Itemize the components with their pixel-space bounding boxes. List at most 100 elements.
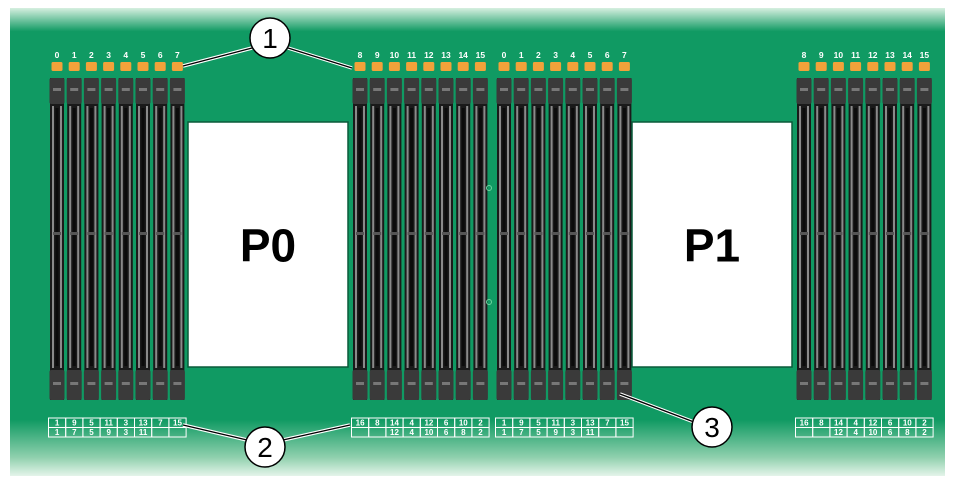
population-order-row1: 7 — [158, 419, 163, 428]
population-order-row2: 9 — [553, 428, 558, 437]
slot-number-label: 5 — [141, 50, 146, 60]
dimm-latch-grip — [139, 382, 147, 385]
dimm-latch-grip — [173, 88, 182, 91]
dimm-slot-rail — [850, 106, 853, 368]
dimm-key-notch — [121, 232, 130, 235]
processor-socket — [631, 121, 793, 368]
dimm-slot-rail — [483, 106, 486, 368]
dimm-key-notch — [920, 232, 929, 235]
population-order-row1: 13 — [139, 419, 148, 428]
dimm-slot-rail — [146, 106, 148, 368]
slot-number-label: 6 — [158, 50, 163, 60]
dimm-latch-grip — [373, 88, 382, 91]
population-order-row1: 9 — [72, 419, 77, 428]
dimm-slot-rail — [423, 106, 426, 368]
dimm-slot-rail — [902, 106, 905, 368]
slot-number-label: 6 — [605, 50, 610, 60]
dimm-key-notch — [87, 232, 96, 235]
population-order-row1: 13 — [586, 419, 595, 428]
dimm-slot-rail — [516, 106, 519, 368]
dimm-latch-grip — [800, 382, 808, 385]
slot-number-label: 13 — [885, 50, 895, 60]
dimm-slot-rail — [86, 106, 89, 368]
population-order-row1: 11 — [104, 419, 113, 428]
dimm-key-notch — [868, 232, 877, 235]
dimm-latch-grip — [534, 382, 543, 385]
slot-fault-led — [406, 62, 418, 71]
population-order-row2: 8 — [461, 428, 466, 437]
callout-number: 1 — [262, 23, 278, 54]
callout-c2: 2 — [182, 423, 351, 468]
dimm-slot-rail — [585, 106, 587, 368]
dimm-slot-rail — [499, 106, 501, 368]
dimm-latch-grip — [407, 88, 416, 91]
slot-number-label: 4 — [123, 50, 128, 60]
slot-fault-led — [550, 62, 562, 71]
dimm-slot-rail — [69, 106, 72, 368]
slot-number-label: 7 — [175, 50, 180, 60]
dimm-slot-channel — [158, 108, 162, 366]
dimm-key-notch — [407, 232, 416, 235]
dimm-slot-rail — [567, 106, 570, 368]
population-order-row2: 6 — [888, 428, 893, 437]
slot-number-label: 12 — [868, 50, 878, 60]
callout-circle — [244, 426, 286, 468]
population-order-row1: 8 — [819, 419, 824, 428]
dimm-slot-rail — [380, 106, 383, 368]
callout-circle — [691, 406, 733, 448]
dimm-slot-channel — [871, 108, 875, 366]
dimm-slot-channel — [571, 108, 575, 366]
dimm-slot-rail — [138, 106, 140, 368]
dimm-slot-channel — [141, 108, 145, 366]
dimm-slot — [455, 78, 471, 400]
population-order-row1: 2 — [922, 419, 927, 428]
dimm-key-notch — [356, 232, 364, 235]
dimm-slot-channel — [72, 108, 76, 366]
slot-fault-led — [832, 62, 844, 71]
dimm-key-notch — [903, 232, 912, 235]
dimm-slot-rail — [893, 106, 895, 368]
dimm-slot-rail — [163, 106, 166, 368]
population-order-row1: 14 — [390, 419, 399, 428]
dimm-key-notch — [603, 232, 612, 235]
dimm-slot-channel — [622, 108, 626, 366]
dimm-latch-grip — [903, 382, 912, 385]
dimm-key-notch — [156, 232, 165, 235]
callout-leader-line — [287, 47, 353, 69]
dimm-slot-rail — [180, 106, 183, 368]
dimm-slot — [101, 78, 117, 400]
dimm-slot-rail — [414, 106, 417, 368]
slot-number-label: 2 — [536, 50, 541, 60]
population-order-row1: 7 — [605, 419, 610, 428]
dimm-key-notch — [586, 232, 594, 235]
dimm-latch-grip — [53, 88, 61, 91]
dimm-latch-grip — [156, 88, 165, 91]
dimm-key-notch — [53, 232, 61, 235]
dimm-slot-channel — [905, 108, 909, 366]
dimm-slot-rail — [466, 106, 469, 368]
dimm-latch-grip — [620, 382, 629, 385]
slot-number-label: 2 — [89, 50, 94, 60]
dimm-slot-channel — [502, 108, 506, 366]
slot-number-label: 9 — [819, 50, 824, 60]
population-order-row1: 6 — [444, 419, 449, 428]
processor-label: P0 — [240, 220, 296, 272]
dimm-latch-grip — [476, 382, 485, 385]
callout-number: 3 — [704, 412, 720, 443]
dimm-latch-grip — [407, 382, 416, 385]
dimm-latch-grip — [121, 382, 130, 385]
dimm-latch-grip — [903, 88, 912, 91]
population-order-row1: 16 — [800, 419, 809, 428]
dimm-slot-rail — [550, 106, 553, 368]
slot-fault-led — [532, 62, 544, 71]
dimm-latch-grip — [817, 88, 826, 91]
slot-fault-led — [457, 62, 469, 71]
dimm-slot — [83, 78, 99, 400]
dimm-slot — [848, 78, 864, 400]
dimm-slot — [496, 78, 512, 400]
dimm-key-notch — [373, 232, 382, 235]
population-order-row2: 3 — [124, 428, 129, 437]
dimm-slot — [882, 78, 898, 400]
